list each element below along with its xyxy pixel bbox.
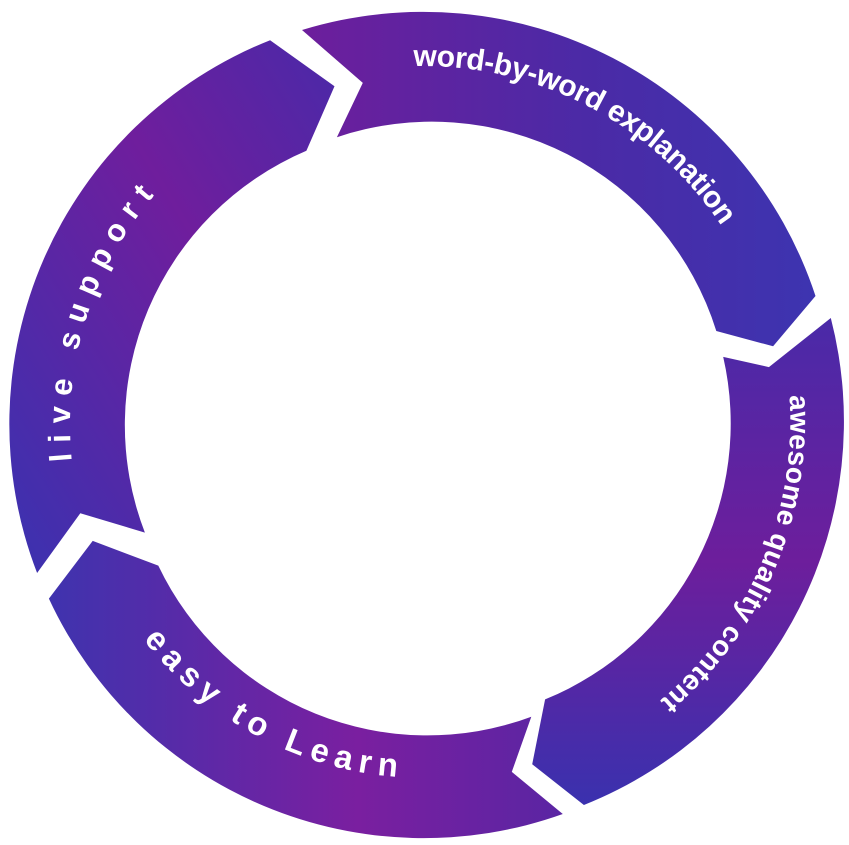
- segment-awesome-quality-content: [532, 318, 844, 805]
- segment-word-by-word-explanation: [302, 11, 816, 347]
- segment-easy-to-learn: [48, 540, 563, 839]
- segment-live-support: [9, 40, 335, 573]
